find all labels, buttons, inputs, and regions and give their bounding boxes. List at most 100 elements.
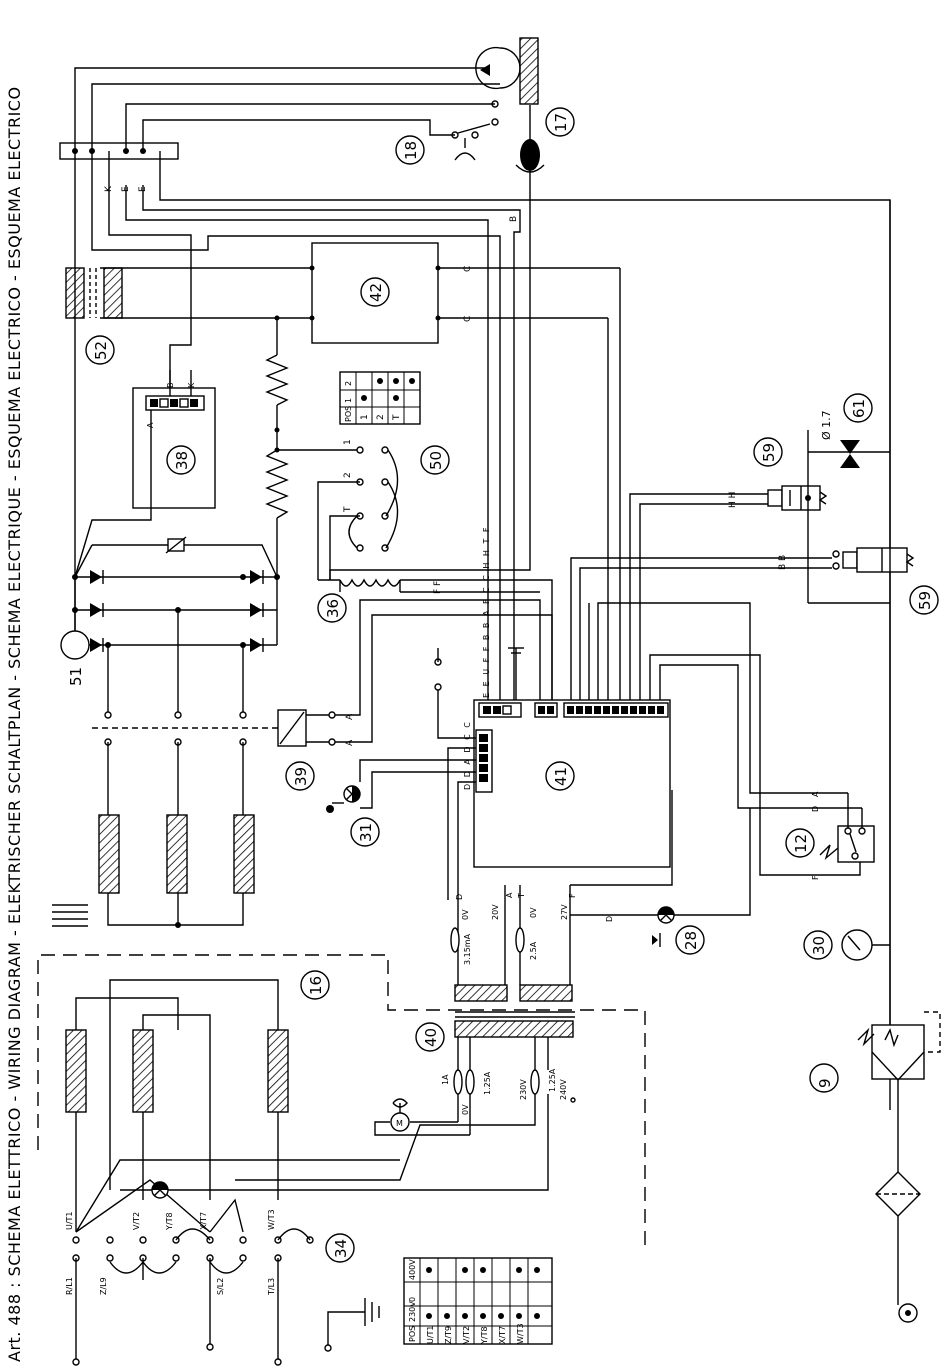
motor-heaters <box>65 979 289 1232</box>
svg-text:R/L1: R/L1 <box>65 1277 74 1295</box>
svg-text:D: D <box>811 806 820 812</box>
svg-text:Z/L9: Z/L9 <box>99 1277 108 1295</box>
connector-41-top-labels: E E U F F B B A F C C H H T F <box>482 525 491 698</box>
svg-text:K: K <box>104 185 114 192</box>
contactor-42: 42 C C <box>100 242 620 344</box>
svg-text:0V: 0V <box>461 1104 470 1115</box>
svg-text:W/T3: W/T3 <box>267 1209 276 1230</box>
svg-text:V/T2: V/T2 <box>132 1212 141 1230</box>
svg-text:42: 42 <box>367 283 385 302</box>
pressure-switch-12: 12 A D F <box>785 791 875 880</box>
svg-text:12: 12 <box>792 834 810 853</box>
svg-text:F: F <box>811 875 820 880</box>
pressostat-18: 18 <box>395 100 499 165</box>
svg-text:POS: POS <box>408 1326 417 1342</box>
svg-text:0: 0 <box>408 1297 417 1302</box>
probe-31: 31 <box>326 785 380 847</box>
svg-text:20V: 20V <box>491 904 500 920</box>
diagram-title: Art. 488 : SCHEMA ELETTRICO - WIRING DIA… <box>5 86 24 1362</box>
svg-text:C: C <box>463 316 473 322</box>
svg-text:16: 16 <box>307 976 325 995</box>
gauge-30: 30 <box>803 929 890 961</box>
svg-text:T: T <box>517 893 526 899</box>
svg-text:E: E <box>138 186 148 192</box>
ground-symbol <box>324 1298 380 1352</box>
top-wire-labels: K E E B <box>104 185 519 222</box>
resistors <box>265 315 360 577</box>
svg-text:Ø 1.7: Ø 1.7 <box>820 410 833 440</box>
svg-text:U/T1: U/T1 <box>65 1211 74 1230</box>
terminal-34: 34 U/T1 V/T2 Y/T8 X/T7 W/T3 R/L1 Z/L9 S/… <box>65 1159 400 1366</box>
svg-text:1A: 1A <box>441 1074 450 1085</box>
heating-elements <box>52 814 255 928</box>
svg-text:36: 36 <box>324 599 342 618</box>
svg-text:A: A <box>345 713 355 720</box>
svg-text:T: T <box>343 506 353 513</box>
svg-text:1.25A: 1.25A <box>483 1071 492 1095</box>
svg-text:A: A <box>811 791 820 797</box>
svg-text:Z/T9: Z/T9 <box>444 1326 453 1344</box>
svg-text:0V: 0V <box>461 909 470 920</box>
svg-text:Y/T8: Y/T8 <box>480 1326 489 1345</box>
svg-text:D: D <box>605 916 614 922</box>
svg-text:T: T <box>392 414 402 421</box>
board-left-wires <box>359 648 673 886</box>
heater-17: 17 <box>475 37 575 230</box>
svg-text:2: 2 <box>344 381 353 386</box>
svg-text:1: 1 <box>344 398 353 403</box>
lamp-28: 28 <box>640 808 751 955</box>
svg-text:59: 59 <box>916 591 934 610</box>
svg-text:50: 50 <box>427 451 445 470</box>
svg-text:30: 30 <box>810 936 828 955</box>
svg-text:3.15mA: 3.15mA <box>463 933 472 965</box>
svg-text:230V: 230V <box>519 1079 528 1100</box>
svg-text:T/L3: T/L3 <box>267 1278 276 1296</box>
svg-text:V/T2: V/T2 <box>462 1326 471 1344</box>
svg-text:X/T7: X/T7 <box>199 1212 208 1230</box>
svg-text:400V: 400V <box>408 1259 417 1280</box>
orifice-61: 61 Ø 1.7 <box>820 393 873 468</box>
svg-text:F F: F F <box>433 581 443 594</box>
svg-text:C: C <box>463 266 473 272</box>
svg-text:A: A <box>505 892 514 898</box>
svg-text:H H: H H <box>728 492 738 508</box>
svg-text:Y/T8: Y/T8 <box>165 1212 174 1231</box>
voltage-table: POS U/T1 Z/T9 V/T2 Y/T8 X/T7 W/T3 400V 2… <box>403 1257 553 1345</box>
switch-50-table: POS 1 2 1 2 T <box>339 371 421 425</box>
terminal-strip-top <box>59 142 179 160</box>
rectifier-51: 51 <box>60 536 280 686</box>
svg-text:1: 1 <box>360 414 370 420</box>
svg-text:U/T1: U/T1 <box>426 1325 435 1344</box>
svg-text:2: 2 <box>343 472 353 478</box>
svg-text:D: D <box>455 894 464 900</box>
svg-text:E: E <box>121 186 131 192</box>
svg-text:52: 52 <box>92 341 110 360</box>
svg-text:1.25A: 1.25A <box>548 1068 557 1092</box>
selector-switch-50: 50 1 2 T <box>317 439 450 580</box>
svg-text:S/L2: S/L2 <box>216 1278 225 1295</box>
transformer-52: 52 <box>65 267 123 365</box>
svg-text:59: 59 <box>760 443 778 462</box>
svg-text:F: F <box>568 893 577 898</box>
label-18: 18 <box>402 141 420 160</box>
svg-text:0V: 0V <box>529 907 538 918</box>
frame-16: 16 <box>37 954 646 1250</box>
contact-switch: A A 39 <box>92 599 553 815</box>
board-top-wire-labels: H H B B <box>728 492 788 570</box>
svg-text:31: 31 <box>357 823 375 842</box>
valve-59-upper: 59 <box>753 430 890 604</box>
svg-text:B B: B B <box>778 555 788 570</box>
svg-text:39: 39 <box>292 767 310 786</box>
valve-59-lower: 59 <box>832 547 939 615</box>
svg-text:1: 1 <box>343 439 353 445</box>
coil-36: 36 F F <box>317 560 553 710</box>
svg-text:240V: 240V <box>559 1079 568 1100</box>
svg-text:38: 38 <box>173 451 191 470</box>
svg-text:2: 2 <box>376 414 386 420</box>
svg-text:2.5A: 2.5A <box>529 941 538 960</box>
svg-text:34: 34 <box>332 1239 350 1258</box>
svg-text:POS: POS <box>344 406 353 422</box>
safety-valve-9: 9 <box>809 1011 941 1323</box>
